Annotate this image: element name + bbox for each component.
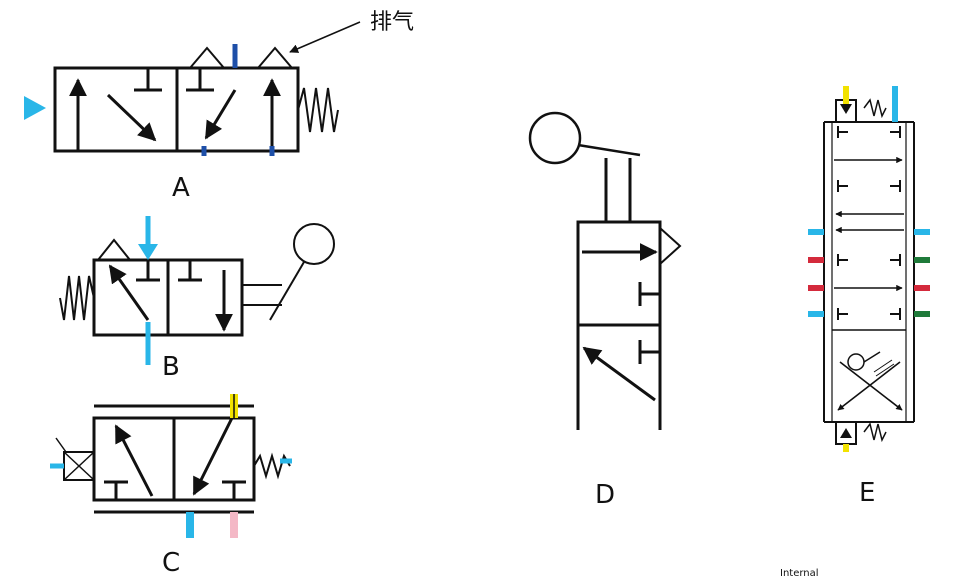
valve-a-ports [24,44,275,156]
pilot-triangle-icon [24,96,46,120]
valve-a [53,46,339,153]
inlet-arrow-icon [138,244,158,260]
label-b: B [162,352,180,382]
exhaust-label: 排气 [370,10,415,35]
exhaust-pointer [289,21,361,53]
label-a: A [172,173,190,203]
valve-d [528,111,682,430]
valve-b-ports [138,216,158,365]
label-e: E [859,478,876,508]
label-d: D [595,480,616,510]
label-c: C [162,548,181,578]
valve-e [823,98,915,445]
valve-c-ports [50,394,292,538]
valve-c [55,404,291,514]
valve-b [59,223,335,337]
footer-internal: Internal [780,568,819,579]
valve-e-ports [808,86,930,452]
